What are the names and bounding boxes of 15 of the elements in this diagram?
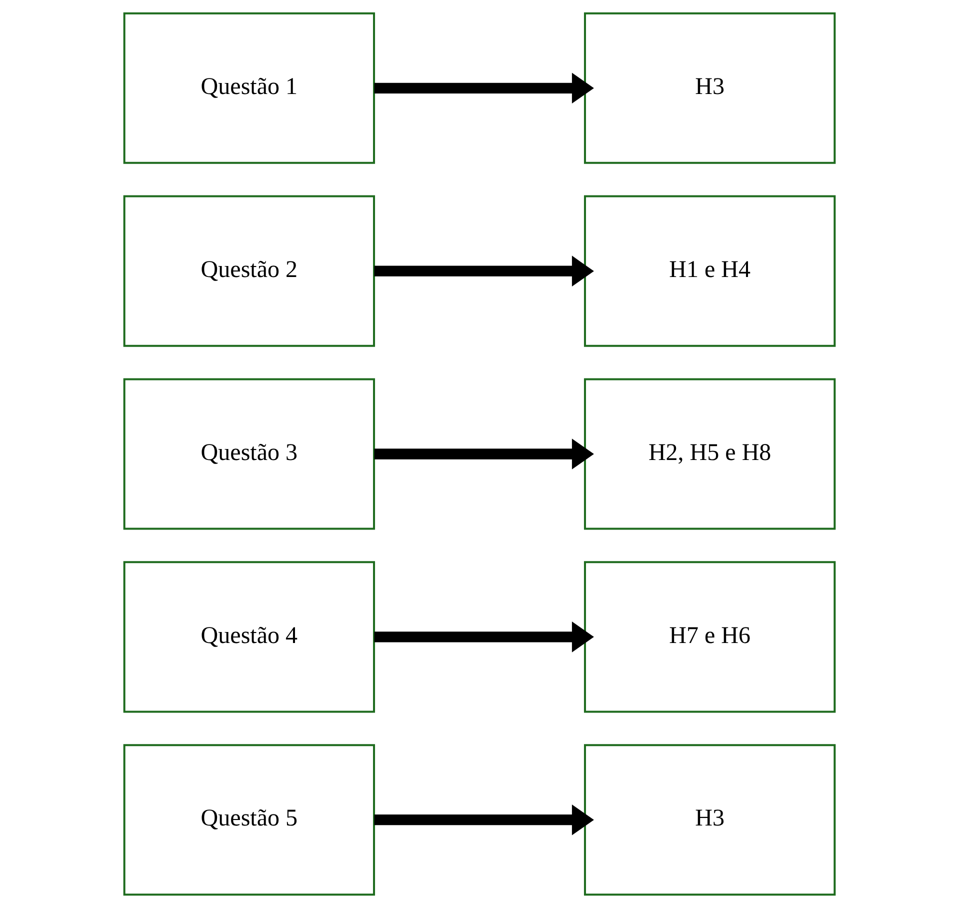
node-box: H3 [584, 12, 836, 164]
arrow [374, 622, 594, 652]
node-box: H2, H5 e H8 [584, 378, 836, 530]
node-box: Questão 3 [123, 378, 376, 530]
arrow [374, 72, 594, 104]
arrow [374, 256, 594, 286]
node-box: H3 [584, 744, 836, 896]
node-box: Questão 5 [123, 744, 376, 896]
node-box: Questão 4 [123, 561, 376, 713]
node-box: Questão 2 [123, 195, 376, 347]
node-box: Questão 1 [123, 12, 376, 164]
arrow [374, 804, 594, 836]
node-box: H1 e H4 [584, 195, 836, 347]
arrow [374, 438, 594, 470]
node-box: H7 e H6 [584, 561, 836, 713]
